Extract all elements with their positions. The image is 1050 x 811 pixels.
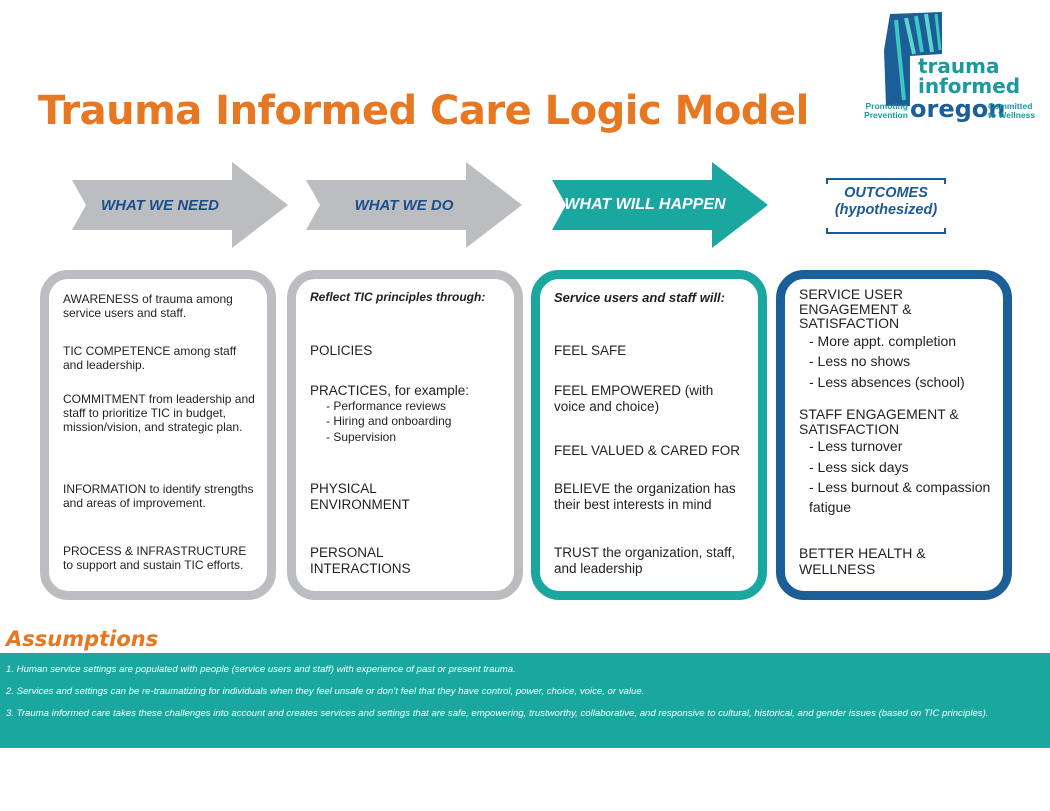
arrow-shape <box>552 162 768 248</box>
do-policies: POLICIES <box>310 343 373 358</box>
outcome-health: BETTER HEALTH & WELLNESS <box>799 545 926 578</box>
outcome-service-item: - Less no shows <box>809 353 911 370</box>
need-item: INFORMATION to identify strengths and ar… <box>63 482 254 510</box>
outcome-staff-heading: STAFF ENGAGEMENT & SATISFACTION <box>799 406 959 437</box>
outcome-staff-item: - Less burnout & compassion fatigue <box>809 478 991 516</box>
oregon-shape-icon <box>884 12 942 106</box>
do-practices-label: PRACTICES, for example: <box>310 383 470 398</box>
outcome-service: SERVICE USER ENGAGEMENT & SATISFACTION -… <box>785 287 1003 392</box>
arrow-label-do: WHAT WE DO <box>354 196 454 214</box>
logo-word-oregon: oregon <box>910 95 1006 123</box>
do-box: Reflect TIC principles through: POLICIES… <box>287 270 523 600</box>
do-personal: PERSONAL INTERACTIONS <box>310 545 411 576</box>
practice-example: - Hiring and onboarding <box>326 414 452 429</box>
need-box: AWARENESS of trauma among service users … <box>40 270 276 600</box>
bracket-top <box>826 178 946 184</box>
page-title: Trauma Informed Care Logic Model <box>38 88 809 134</box>
assumptions-title: Assumptions <box>6 627 159 651</box>
logo-tagline-right: Committed to Wellness <box>988 101 1036 120</box>
arrow-what-we-do: WHAT WE DO <box>306 162 522 248</box>
practice-example: - Supervision <box>326 429 397 444</box>
outcome-service-item: - More appt. completion <box>809 333 957 350</box>
bracket-bottom <box>826 228 946 234</box>
do-box-heading: Reflect TIC principles through: <box>310 290 486 304</box>
happen-item: FEEL SAFE <box>554 343 627 358</box>
assumption-item: 3. Trauma informed care takes these chal… <box>6 708 989 719</box>
outcome-service-heading: SERVICE USER ENGAGEMENT & SATISFACTION <box>799 286 912 332</box>
happen-item: BELIEVE the organization has their best … <box>554 481 736 512</box>
happen-item: FEEL VALUED & CARED FOR <box>554 443 741 458</box>
outcome-service-item: - Less absences (school) <box>809 373 965 390</box>
assumption-item: 1. Human service settings are populated … <box>6 664 516 675</box>
arrow-what-will-happen: WHAT WILL HAPPEN <box>552 162 768 248</box>
outcomes-box: SERVICE USER ENGAGEMENT & SATISFACTION -… <box>776 270 1012 600</box>
happen-item: TRUST the organization, staff, and leade… <box>554 545 736 576</box>
arrow-what-we-need: WHAT WE NEED <box>72 162 288 248</box>
need-item: TIC COMPETENCE among staff and leadershi… <box>63 344 237 372</box>
do-practices: PRACTICES, for example: - Performance re… <box>296 383 514 445</box>
trauma-informed-oregon-logo: trauma informed oregon Promoting Prevent… <box>858 10 1038 125</box>
arrow-shape <box>306 162 522 248</box>
arrow-label-need: WHAT WE NEED <box>100 196 220 214</box>
do-physical: PHYSICAL ENVIRONMENT <box>310 481 410 512</box>
arrow-label-happen: WHAT WILL HAPPEN <box>564 196 726 213</box>
outcomes-heading-text: OUTCOMES (hypothesized) <box>834 185 938 219</box>
logo-word-informed: informed <box>918 74 1021 98</box>
practice-example: - Performance reviews <box>326 398 447 413</box>
arrow-shape <box>72 162 288 248</box>
need-item: COMMITMENT from leadership and staff to … <box>63 392 255 434</box>
happen-item: FEEL EMPOWERED (with voice and choice) <box>554 383 714 414</box>
happen-box-heading: Service users and staff will: <box>554 290 725 305</box>
outcomes-heading: OUTCOMES (hypothesized) <box>826 178 946 234</box>
need-item: AWARENESS of trauma among service users … <box>63 292 233 320</box>
need-item: PROCESS & INFRASTRUCTURE to support and … <box>63 544 247 572</box>
outcome-staff-item: - Less sick days <box>809 458 909 475</box>
assumption-item: 2. Services and settings can be re-traum… <box>6 686 645 697</box>
happen-box: Service users and staff will: FEEL SAFE … <box>531 270 767 600</box>
assumptions-band: 1. Human service settings are populated … <box>0 653 1050 748</box>
outcome-staff-item: - Less turnover <box>809 438 903 455</box>
logo-tagline-left: Promoting Prevention <box>864 101 908 120</box>
logo-word-trauma: trauma <box>918 54 1000 78</box>
outcome-staff: STAFF ENGAGEMENT & SATISFACTION - Less t… <box>785 407 1003 518</box>
